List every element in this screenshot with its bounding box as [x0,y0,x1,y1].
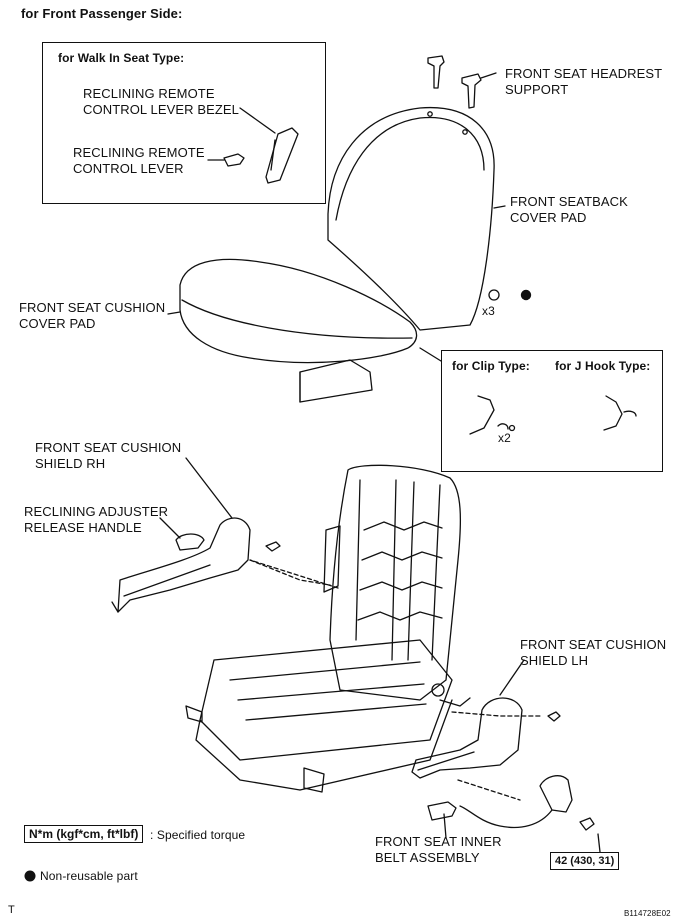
j-hook-type-title: for J Hook Type: [555,359,651,373]
shield-lh-line1: FRONT SEAT CUSHION [520,637,667,652]
j-hook-drawing [603,395,637,431]
walk-in-seat-box [42,42,326,204]
headrest-support-line1: FRONT SEAT HEADREST [505,66,663,81]
legend-torque-desc: : Specified torque [150,828,246,842]
shield-rh-line1: FRONT SEAT CUSHION [35,440,182,455]
nonreusable-mark [520,289,532,301]
shield-lh-label: FRONT SEAT CUSHION SHIELD LH [520,637,666,669]
seatback-cover-pad-label: FRONT SEATBACK COVER PAD [510,194,628,226]
bezel-label: RECLINING REMOTE CONTROL LEVER BEZEL [83,86,239,118]
lever-label: RECLINING REMOTE CONTROL LEVER [73,145,205,177]
adjuster-handle-line1: RECLINING ADJUSTER [24,504,169,519]
shield-lh-drawing [411,659,561,779]
clip-drawing [469,395,516,435]
seatback-cover-pad-line2: COVER PAD [510,210,587,225]
cushion-cover-pad-label: FRONT SEAT CUSHION COVER PAD [19,300,165,332]
lever-drawing [207,153,245,167]
inner-belt-label: FRONT SEAT INNER BELT ASSEMBLY [375,834,502,866]
inner-belt-line1: FRONT SEAT INNER [375,834,502,849]
page-heading: for Front Passenger Side: [21,6,183,21]
drawing-id: B114728E02 [624,909,671,918]
walk-in-box-title: for Walk In Seat Type: [58,51,185,65]
shield-rh-label: FRONT SEAT CUSHION SHIELD RH [35,440,181,472]
bezel-label-line1: RECLINING REMOTE [83,86,215,101]
bezel-drawing [239,107,299,184]
legend-nonreusable-text: Non-reusable part [40,869,138,883]
legend-torque-unit: N*m (kgf*cm, ft*lbf) [24,825,144,843]
cushion-cover-pad-line1: FRONT SEAT CUSHION [19,300,166,315]
footer-mark: T [8,904,15,916]
adjuster-handle-label: RECLINING ADJUSTER RELEASE HANDLE [24,504,168,536]
clip-type-box [441,350,663,472]
shield-lh-line2: SHIELD LH [520,653,589,668]
inner-belt-line2: BELT ASSEMBLY [375,850,480,865]
lever-label-line2: CONTROL LEVER [73,161,184,176]
clip-type-title: for Clip Type: [452,359,530,373]
bezel-label-line2: CONTROL LEVER BEZEL [83,102,240,117]
clip-qty: x2 [498,431,511,445]
seat-frame-drawing [185,464,471,793]
torque-value-box: 42 (430, 31) [550,852,620,870]
inner-belt-drawing [427,775,601,853]
legend-nonreusable-dot [24,870,36,882]
lever-label-line1: RECLINING REMOTE [73,145,205,160]
adjuster-handle-line2: RELEASE HANDLE [24,520,142,535]
hog-ring-drawing [488,289,500,301]
shield-rh-drawing [111,457,331,613]
headrest-support-line2: SUPPORT [505,82,569,97]
cushion-cover-pad-drawing [167,258,418,403]
cushion-cover-pad-line2: COVER PAD [19,316,96,331]
shield-rh-line2: SHIELD RH [35,456,106,471]
headrest-support-drawing [427,55,497,109]
seatback-cover-pad-drawing [327,106,506,331]
seatback-cover-pad-line1: FRONT SEATBACK [510,194,628,209]
headrest-support-label: FRONT SEAT HEADREST SUPPORT [505,66,662,98]
hog-ring-qty: x3 [482,304,495,318]
